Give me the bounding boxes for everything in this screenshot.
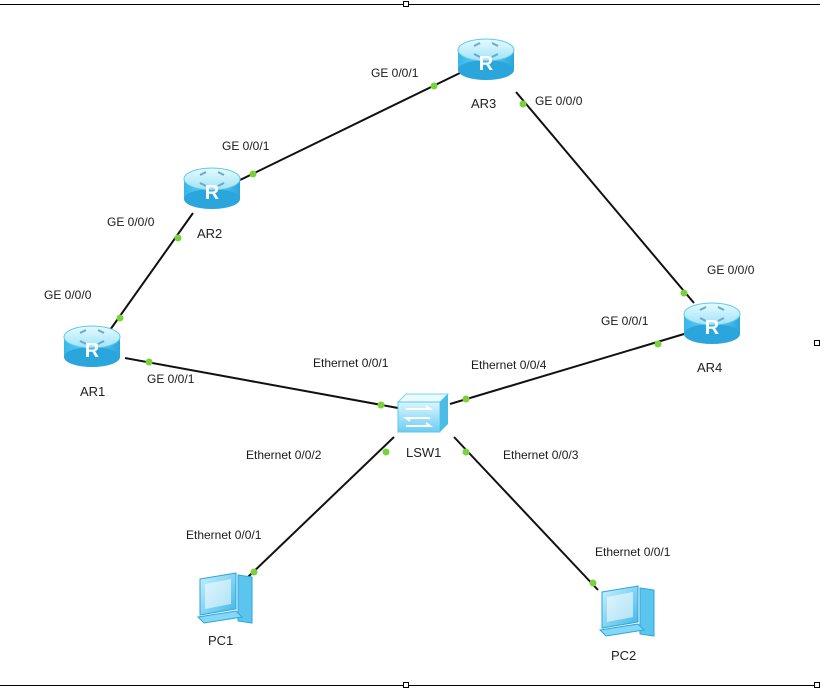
port-dot-ar3-ge000 bbox=[519, 100, 527, 108]
port-dot-lsw1-eth001 bbox=[377, 401, 385, 409]
device-label-ar1: AR1 bbox=[80, 384, 105, 399]
links bbox=[109, 71, 695, 591]
link-lsw1-pc1[interactable] bbox=[247, 436, 395, 578]
port-label-lsw1-eth003: Ethernet 0/0/3 bbox=[503, 448, 579, 462]
port-dot-ar4-ge001 bbox=[654, 340, 662, 348]
device-label-lsw1: LSW1 bbox=[406, 445, 441, 460]
port-dot-ar2-ge001 bbox=[249, 170, 257, 178]
switch-lsw1[interactable] bbox=[397, 393, 449, 433]
resize-handle-top[interactable] bbox=[403, 1, 409, 7]
device-label-ar4: AR4 bbox=[697, 360, 722, 375]
link-ar2-ar3[interactable] bbox=[239, 71, 463, 181]
port-label-lsw1-eth004: Ethernet 0/0/4 bbox=[471, 358, 547, 372]
port-label-ar4-ge000: GE 0/0/0 bbox=[707, 263, 755, 277]
port-label-lsw1-eth001: Ethernet 0/0/1 bbox=[313, 356, 389, 370]
port-label-ar3-ge001: GE 0/0/1 bbox=[371, 66, 419, 80]
frame-top-line bbox=[0, 4, 820, 5]
device-label-pc1: PC1 bbox=[208, 633, 233, 648]
port-dot-lsw1-eth002 bbox=[382, 448, 390, 456]
port-dot-ar1-ge001 bbox=[145, 358, 153, 366]
port-label-pc1-eth001: Ethernet 0/0/1 bbox=[186, 528, 262, 542]
link-ar3-ar4[interactable] bbox=[515, 91, 695, 304]
port-dot-pc2-eth001 bbox=[589, 579, 597, 587]
port-dot-ar1-ge000 bbox=[116, 314, 124, 322]
port-label-ar2-ge000: GE 0/0/0 bbox=[107, 215, 155, 229]
link-ar4-lsw1[interactable] bbox=[449, 333, 685, 405]
port-label-ar1-ge001: GE 0/0/1 bbox=[147, 372, 195, 386]
device-label-ar3: AR3 bbox=[471, 96, 496, 111]
port-label-ar1-ge000: GE 0/0/0 bbox=[44, 288, 92, 302]
pc-pc2[interactable] bbox=[599, 585, 655, 637]
port-dot-ar2-ge000 bbox=[174, 234, 182, 242]
port-dot-ar3-ge001 bbox=[430, 82, 438, 90]
device-label-pc2: PC2 bbox=[611, 648, 636, 663]
link-ar1-lsw1[interactable] bbox=[124, 357, 399, 409]
port-dot-pc1-eth001 bbox=[250, 568, 258, 576]
pc-pc1[interactable] bbox=[197, 572, 253, 624]
router-ar3[interactable] bbox=[457, 38, 515, 81]
frame-bottom-line bbox=[0, 685, 820, 686]
port-dot-ar4-ge000 bbox=[680, 289, 688, 297]
router-ar4[interactable] bbox=[683, 302, 741, 345]
port-dot-lsw1-eth003 bbox=[462, 448, 470, 456]
router-ar1[interactable] bbox=[63, 325, 121, 368]
port-label-ar4-ge001: GE 0/0/1 bbox=[601, 314, 649, 328]
port-label-ar3-ge000: GE 0/0/0 bbox=[535, 94, 583, 108]
port-label-pc2-eth001: Ethernet 0/0/1 bbox=[595, 545, 671, 559]
port-dot-lsw1-eth004 bbox=[462, 395, 470, 403]
router-ar2[interactable] bbox=[183, 167, 241, 210]
port-label-ar2-ge001: GE 0/0/1 bbox=[222, 139, 270, 153]
device-label-ar2: AR2 bbox=[197, 226, 222, 241]
link-ar2-ar1[interactable] bbox=[109, 212, 194, 331]
link-lsw1-pc2[interactable] bbox=[453, 436, 599, 591]
port-label-lsw1-eth002: Ethernet 0/0/2 bbox=[246, 448, 322, 462]
port-dots bbox=[116, 82, 688, 587]
